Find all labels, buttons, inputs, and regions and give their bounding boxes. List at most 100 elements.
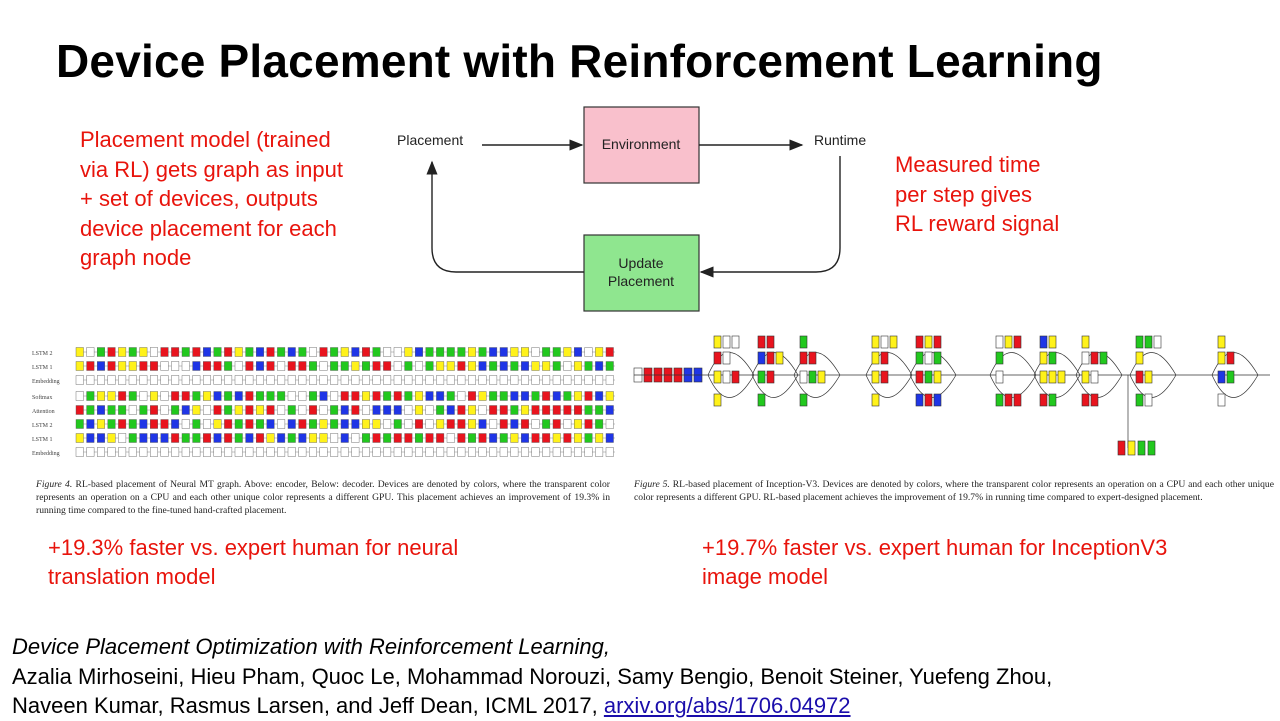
figure4-op-cell (393, 447, 402, 457)
result-inception: +19.7% faster vs. expert human for Incep… (702, 535, 1168, 589)
figure4-op-cell (404, 391, 413, 401)
figure4-op-cell (255, 447, 264, 457)
figure4-op-cell (160, 433, 169, 443)
figure4-op-cell (584, 433, 593, 443)
figure4-op-cell (574, 347, 582, 357)
figure5-edge (865, 374, 913, 398)
figure4-op-cell (149, 447, 158, 457)
figure4-op-cell (372, 347, 381, 357)
figure4-op-cell (128, 447, 137, 457)
figure5-op-node (1081, 335, 1090, 349)
figure5-op-node (775, 351, 784, 365)
figure5-op-node (713, 351, 722, 365)
figure5-op-node (915, 351, 924, 365)
figure4-op-cell (521, 347, 529, 357)
figure4-op-cell (584, 405, 593, 415)
figure4-op-cell (552, 419, 561, 429)
figure4-op-cell (213, 419, 222, 429)
figure4-op-cell (362, 361, 370, 371)
figure5-op-node (915, 370, 924, 384)
citation-paper-title: Device Placement Optimization with Reinf… (12, 634, 610, 659)
figure4-op-cell (457, 447, 466, 457)
citation: Device Placement Optimization with Reinf… (12, 632, 1052, 721)
figure4-op-cell (531, 391, 540, 401)
figure5-op-node (1144, 370, 1153, 384)
figure4-op-cell (139, 347, 148, 357)
figure4-op-cell (404, 361, 413, 371)
figure4-op-cell (128, 419, 137, 429)
figure4-op-cell (309, 347, 317, 357)
figure4-op-cell (574, 433, 582, 443)
figure4-op-cell (425, 347, 434, 357)
figure4-op-cell (319, 433, 328, 443)
figure4-op-cell (107, 405, 116, 415)
environment-label: Environment (602, 136, 681, 152)
figure4-op-cell (595, 375, 604, 385)
figure5-op-node (1226, 370, 1235, 384)
figure4-op-cell (96, 361, 105, 371)
figure4-op-cell (266, 391, 275, 401)
figure4-op-cell (552, 433, 561, 443)
figure5-op-node (1039, 335, 1048, 349)
figure4-op-cell (563, 405, 572, 415)
figure5-op-node (731, 370, 740, 384)
figure4-op-cell (107, 375, 116, 385)
figure4-op-cell (128, 405, 137, 415)
figure5-op-node (871, 351, 880, 365)
figure4-op-cell (446, 433, 455, 443)
update-placement-box (583, 234, 700, 312)
figure4-op-cell (309, 447, 317, 457)
figure4-op-cell (277, 419, 286, 429)
figure4-op-cell (436, 391, 445, 401)
figure4-op-cell (224, 361, 233, 371)
figure4-op-cell (86, 347, 95, 357)
figure4-op-cell (478, 375, 487, 385)
figure4-op-cell (266, 405, 275, 415)
figure4-op-cell (446, 375, 455, 385)
figure4-op-cell (542, 391, 551, 401)
figure4-op-cell (202, 391, 211, 401)
arxiv-link[interactable]: arxiv.org/abs/1706.04972 (603, 693, 851, 718)
figure4-op-cell (298, 447, 307, 457)
figure4-row-label: LSTM 2 (32, 351, 53, 357)
figure4-op-cell (351, 419, 360, 429)
figure4-op-cell (415, 361, 423, 371)
figure4-op-cell (160, 419, 169, 429)
figure5-op-node (799, 393, 808, 407)
figure4-op-cell (404, 433, 413, 443)
figure4-op-cell (192, 447, 201, 457)
figure4-op-cell (393, 405, 402, 415)
figure4-op-cell (277, 375, 286, 385)
figure4-op-cell (468, 391, 476, 401)
figure4-op-cell (149, 405, 158, 415)
figure4-op-cell (86, 433, 95, 443)
figure5-op-node (1039, 370, 1048, 384)
figure5-edge (707, 374, 755, 398)
figure4-op-cell (181, 347, 190, 357)
figure4-op-cell (245, 375, 254, 385)
figure4-op-cell (160, 361, 169, 371)
figure4-op-cell (340, 447, 349, 457)
figure5-op-node (924, 370, 933, 384)
figure4-op-cell (86, 447, 95, 457)
figure4-op-cell (202, 347, 211, 357)
figure4-op-cell (404, 405, 413, 415)
figure4-op-cell (202, 405, 211, 415)
figure4-row-label: LSTM 1 (32, 437, 53, 443)
figure4-op-cell (605, 433, 614, 443)
figure4-op-cell (96, 419, 105, 429)
runtime-label: Runtime (814, 132, 866, 148)
figure4-op-cell (287, 419, 296, 429)
figure5-op-node (871, 393, 880, 407)
figure4-op-cell (245, 391, 254, 401)
figure5-op-node (1217, 351, 1226, 365)
figure4-op-cell (521, 433, 529, 443)
figure4-op-cell (298, 405, 307, 415)
figure5-op-node (871, 335, 880, 349)
figure4-op-cell (107, 361, 116, 371)
figure4-op-cell (404, 447, 413, 457)
figure4-op-cell (574, 375, 582, 385)
figure5-op-node (1135, 335, 1144, 349)
figure4-op-cell (171, 419, 180, 429)
